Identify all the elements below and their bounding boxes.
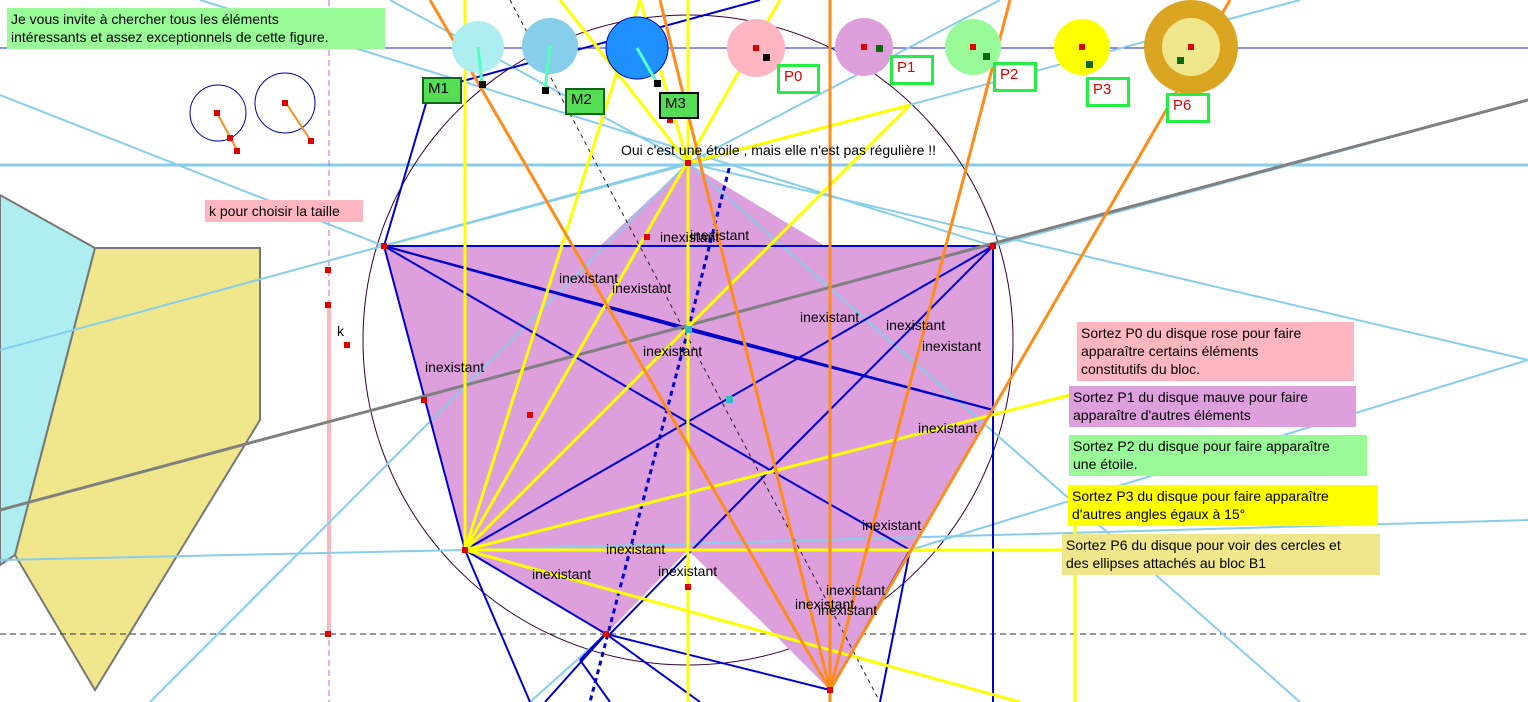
- handle-points[interactable]: [479, 45, 1184, 403]
- p2-note: Sortez P2 du disque pour faire apparaîtr…: [1069, 435, 1367, 476]
- tag-p2[interactable]: P2: [993, 62, 1037, 92]
- inexistant-label: inexistant: [612, 280, 672, 296]
- inexistant-label: inexistant: [690, 227, 750, 243]
- small-circle-left: [189, 84, 247, 142]
- inexistant-label: inexistant: [559, 270, 619, 286]
- inexistant-label: inexistant: [658, 563, 718, 579]
- k-label: k: [337, 323, 344, 339]
- inexistant-label: inexistant: [922, 338, 982, 354]
- tag-m2[interactable]: M2: [565, 88, 605, 115]
- tag-p3[interactable]: P3: [1086, 77, 1130, 107]
- dashed-axis: [588, 329, 690, 702]
- tag-m1[interactable]: M1: [422, 77, 462, 104]
- tag-p0[interactable]: P0: [777, 64, 820, 94]
- intro-note: Je vous invite à chercher tous les éléme…: [7, 8, 385, 49]
- size-hint-note: k pour choisir la taille: [205, 200, 363, 222]
- p1-note: Sortez P1 du disque mauve pour faire app…: [1069, 386, 1356, 427]
- inexistant-label: inexistant: [826, 582, 886, 598]
- p0-note: Sortez P0 du disque rose pour faire appa…: [1077, 322, 1354, 381]
- dashed-axis-upper: [686, 164, 732, 331]
- inexistant-label: inexistant: [660, 229, 720, 245]
- small-circle-right: [254, 72, 316, 134]
- tag-p6[interactable]: P6: [1166, 93, 1210, 123]
- inexistant-label: inexistant: [862, 517, 922, 533]
- tag-m3[interactable]: M3: [659, 92, 699, 119]
- inexistant-label: inexistant: [795, 596, 855, 612]
- inexistant-label: inexistant: [800, 309, 860, 325]
- navy-lines: [383, 0, 994, 702]
- tag-p1[interactable]: P1: [890, 55, 934, 85]
- inexistant-label: inexistant: [818, 602, 878, 618]
- key-points[interactable]: [214, 44, 1194, 693]
- star-note: Oui c'est une étoile , mais elle n'est p…: [621, 142, 937, 158]
- orange-lines: [428, 0, 1232, 702]
- p3-note: Sortez P3 du disque pour faire apparaîtr…: [1068, 485, 1378, 526]
- inexistant-label: inexistant: [886, 317, 946, 333]
- inexistant-label: inexistant: [532, 566, 592, 582]
- gray-line: [0, 98, 1528, 512]
- inexistant-label: inexistant: [606, 541, 666, 557]
- inexistant-label: inexistant: [918, 420, 978, 436]
- p6-note: Sortez P6 du disque pour voir des cercle…: [1062, 534, 1380, 575]
- inexistant-label: inexistant: [425, 359, 485, 375]
- inexistant-label: inexistant: [643, 343, 703, 359]
